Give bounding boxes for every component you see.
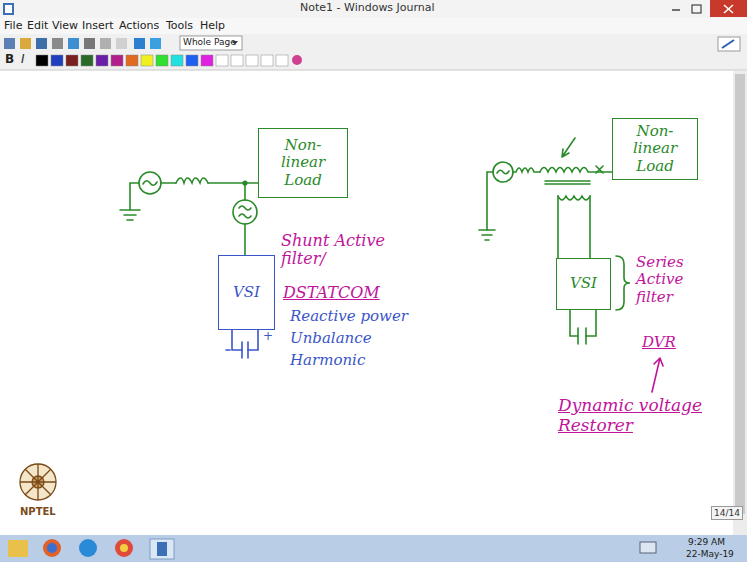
inverter-box: VSI xyxy=(556,258,611,310)
polarity-mark: + xyxy=(263,330,273,344)
italic-button: I xyxy=(21,53,25,67)
menu-item: Help xyxy=(200,20,225,33)
handwritten-note: Series Active filter xyxy=(636,254,708,306)
bold-button: B xyxy=(5,53,14,67)
clock-time: 9:29 AM xyxy=(688,537,725,547)
menu-item: Actions xyxy=(119,20,159,33)
load-box: Non-linear Load xyxy=(612,118,698,180)
node-text: Non-linear Load xyxy=(617,123,693,175)
menu-item: File xyxy=(4,20,22,33)
menu-item: Tools xyxy=(166,20,193,33)
handwritten-note: DSTATCOM xyxy=(283,284,380,302)
handwritten-note: DVR xyxy=(642,334,676,351)
node-text: VSI xyxy=(233,284,260,301)
zoom-dropdown: Whole Page xyxy=(183,37,236,47)
logo-text: NPTEL xyxy=(20,506,56,518)
menu-item: Insert xyxy=(82,20,114,33)
handwritten-note: Harmonic xyxy=(290,352,365,369)
menu-item: View xyxy=(52,20,78,33)
inverter-box: VSI xyxy=(218,255,275,330)
node-text: Non-linear Load xyxy=(263,137,343,189)
node-text: VSI xyxy=(570,275,597,292)
window-title: Note1 - Windows Journal xyxy=(300,2,435,15)
load-box: Non-linear Load xyxy=(258,128,348,198)
handwritten-note: Dynamic voltage Restorer xyxy=(558,396,708,435)
page-number: 14/14 xyxy=(711,506,743,520)
handwritten-note: Shunt Active filter/ xyxy=(281,232,385,269)
handwritten-note: Reactive power xyxy=(290,308,408,325)
handwritten-note: Unbalance xyxy=(290,330,372,347)
menu-item: Edit xyxy=(27,20,48,33)
clock-date: 22-May-19 xyxy=(686,549,734,559)
